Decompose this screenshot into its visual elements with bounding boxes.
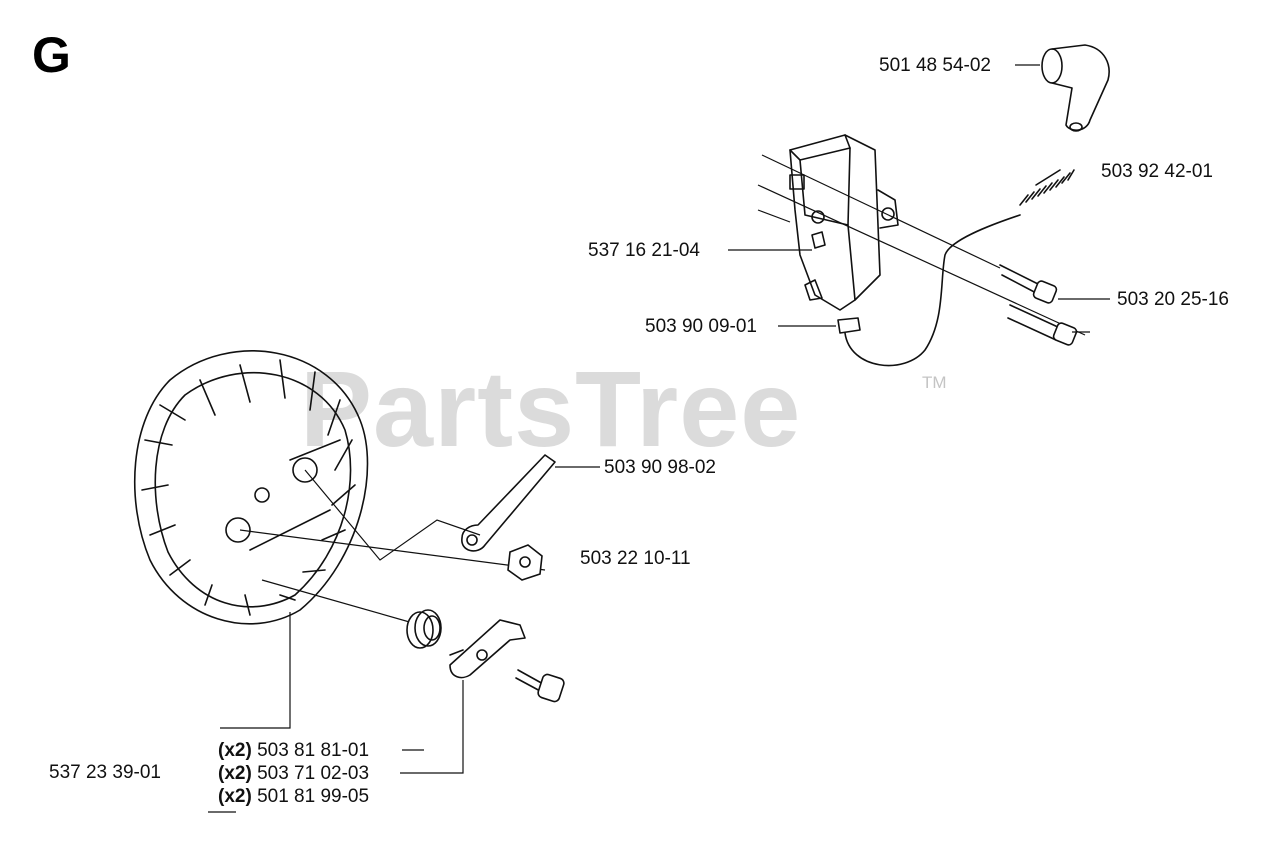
spark-plug-cap — [1041, 44, 1110, 132]
watermark-text: PartsTree — [300, 348, 802, 469]
ring-washer — [406, 609, 442, 649]
section-letter: G — [32, 27, 71, 83]
spring — [1019, 169, 1075, 206]
qty-value: (x2) — [218, 763, 252, 784]
ignition-module — [789, 134, 899, 311]
part-label-503-90-98-02[interactable]: 503 90 98-02 — [604, 457, 716, 478]
flywheel — [133, 350, 369, 625]
part-number: 501 81 99-05 — [257, 786, 370, 807]
qty-part-label[interactable]: (x2) 503 71 02-03 — [218, 764, 369, 783]
part-number: 503 81 81-01 — [257, 740, 370, 761]
part-label-537-23-39-01[interactable]: 537 23 39-01 — [49, 762, 161, 783]
part-label-503-92-42-01[interactable]: 503 92 42-01 — [1101, 161, 1213, 182]
starter-pawl — [449, 619, 526, 679]
part-label-503-90-09-01[interactable]: 503 90 09-01 — [645, 316, 757, 337]
part-label-503-22-10-11[interactable]: 503 22 10-11 — [580, 548, 691, 569]
part-label-503-20-25-16[interactable]: 503 20 25-16 — [1117, 289, 1229, 310]
qty-value: (x2) — [218, 786, 252, 807]
shoulder-screw — [515, 669, 565, 703]
hex-nut — [507, 544, 543, 581]
part-label-501-48-54-02[interactable]: 501 48 54-02 — [879, 55, 991, 76]
qty-part-label[interactable]: (x2) 501 81 99-05 — [218, 787, 369, 806]
module-screws — [999, 264, 1078, 346]
spark-plug-wire — [837, 214, 1021, 367]
qty-part-label[interactable]: (x2) 503 81 81-01 — [218, 741, 369, 760]
watermark-trademark: TM — [922, 373, 947, 392]
pawl-arm — [461, 454, 556, 552]
part-number: 503 71 02-03 — [257, 763, 370, 784]
part-label-537-16-21-04[interactable]: 537 16 21-04 — [588, 240, 700, 261]
qty-value: (x2) — [218, 740, 252, 761]
leader-lines — [208, 64, 1110, 813]
